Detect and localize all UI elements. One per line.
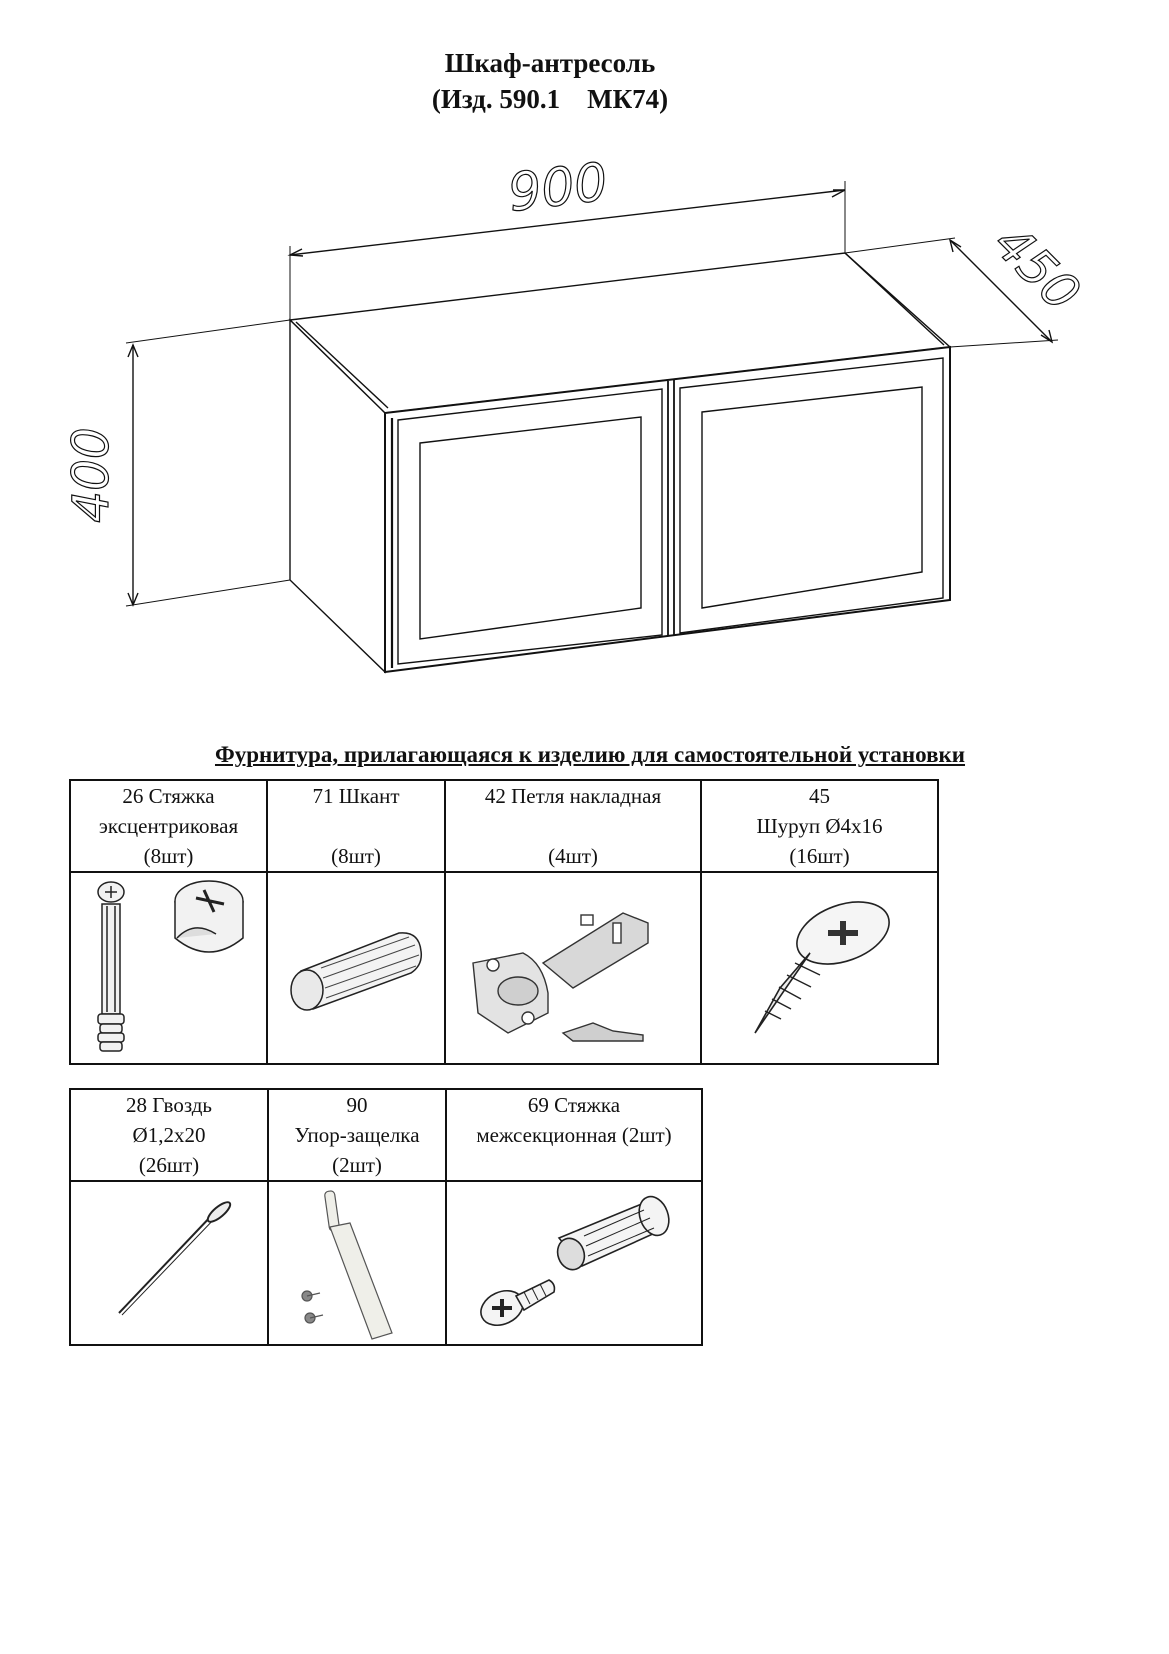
page-title: Шкаф-антресоль (444, 48, 656, 78)
hardware-label: Шуруп Ø4х16 (756, 814, 883, 838)
hardware-cell-caption: 42 Петля накладная (4шт) (444, 779, 702, 873)
hardware-label: 28 Гвоздь (125, 1093, 213, 1117)
hardware-label: 90 (346, 1093, 368, 1117)
hardware-label: эксцентриковая (98, 814, 239, 838)
hardware-label: 42 Петля накладная (484, 784, 662, 808)
hardware-label: Ø1,2х20 (132, 1123, 206, 1147)
screw-icon (753, 901, 890, 1034)
hardware-quantity: (2шт) (332, 1153, 382, 1177)
hardware-cell-caption: 28 Гвоздь Ø1,2х20 (26шт) (69, 1088, 269, 1182)
hardware-cell-image (445, 1180, 703, 1346)
hardware-quantity: (8шт) (331, 844, 381, 868)
dimension-width: 900 (505, 152, 611, 224)
hardware-cell-image (267, 1180, 447, 1346)
hardware-cell-caption: 69 Стяжка межсекционная (2шт) (445, 1088, 703, 1182)
hardware-label: 69 Стяжка (527, 1093, 621, 1117)
hardware-label: 71 Шкант (312, 784, 400, 808)
hardware-label (268, 811, 444, 841)
hardware-table-2: 28 Гвоздь Ø1,2х20 (26шт) 90 Упор-защелка… (69, 1088, 703, 1346)
hardware-quantity: (26шт) (138, 1153, 200, 1177)
hardware-quantity: (16шт) (789, 844, 850, 868)
cabinet-drawing: 900 450 400 (61, 152, 1092, 674)
dimension-depth: 450 (983, 214, 1091, 322)
hardware-label: Упор-защелка (294, 1123, 420, 1147)
hardware-cell-image (444, 871, 702, 1065)
hardware-cell-caption: 45 Шуруп Ø4х16 (16шт) (700, 779, 939, 873)
dimension-height: 400 (62, 427, 120, 522)
push-latch-icon (301, 1190, 393, 1340)
hardware-label: межсекционная (2шт) (476, 1123, 672, 1147)
hardware-cell-image (266, 871, 446, 1065)
hardware-label: 45 (809, 784, 830, 808)
hardware-quantity: (4шт) (548, 844, 598, 868)
hardware-cell-image (69, 1180, 269, 1346)
hardware-quantity: (8шт) (143, 844, 194, 868)
dowel-icon (290, 932, 423, 1011)
hardware-cell-image (700, 871, 939, 1065)
hardware-label: 26 Стяжка (122, 784, 215, 808)
eccentric-coupling-icon (96, 879, 244, 1052)
hardware-section-title: Фурнитура, прилагающаяся к изделию для с… (214, 742, 966, 767)
hardware-cell-caption: 26 Стяжка эксцентриковая (8шт) (69, 779, 268, 873)
page-subtitle: (Изд. 590.1 МК74) (431, 84, 669, 114)
nail-icon (118, 1201, 232, 1316)
hardware-table-1: 26 Стяжка эксцентриковая (8шт) 71 Шкант … (69, 779, 939, 1065)
hardware-label (446, 811, 700, 841)
hardware-cell-caption: 71 Шкант (8шт) (266, 779, 446, 873)
section-connector-icon (480, 1195, 670, 1327)
overlay-hinge-icon (472, 912, 649, 1042)
hardware-cell-caption: 90 Упор-защелка (2шт) (267, 1088, 447, 1182)
hardware-cell-image (69, 871, 268, 1065)
